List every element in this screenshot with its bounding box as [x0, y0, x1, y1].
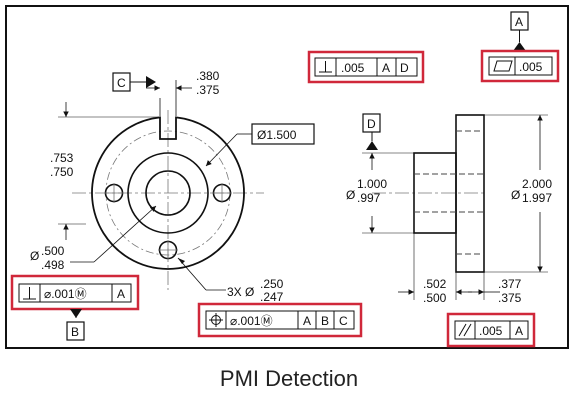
outer-dia-prefix: Ø [511, 188, 520, 202]
fcf-perp-top-tol: .005 [341, 61, 365, 75]
caption: PMI Detection [219, 366, 359, 391]
bore-dia-prefix: Ø [30, 249, 39, 263]
hub-dia-top: 1.000 [357, 177, 387, 191]
fcf-position-datum-2: B [321, 314, 329, 328]
flange-dia-label: Ø1.500 [257, 128, 297, 142]
fcf-perp-top-datum-2: D [400, 61, 409, 75]
fcf-perp-left-datum: A [117, 287, 125, 301]
outer-dia-bottom: 1.997 [522, 191, 552, 205]
datum-b-label: B [71, 325, 79, 339]
fcf-perpendicularity-top: .005 A D [307, 50, 425, 84]
fcf-position-datum-3: C [339, 314, 348, 328]
datum-a-label: A [515, 15, 523, 29]
bore-dia-top: .500 [41, 244, 65, 258]
fcf-parallel-tol: .005 [479, 324, 503, 338]
hub-dia-prefix: Ø [346, 188, 355, 202]
fcf-position-tol: ⌀.001Ⓜ [230, 314, 273, 328]
holes-top: .250 [260, 277, 284, 291]
datum-d-label: D [367, 117, 376, 131]
datum-d-triangle [366, 141, 378, 150]
fcf-perp-top-datum-1: A [382, 61, 390, 75]
datum-b-triangle [70, 309, 82, 318]
datum-c-triangle [146, 76, 156, 88]
perpendicularity-icon [319, 61, 332, 73]
holes-prefix: 3X Ø [227, 285, 254, 299]
drawing-border [5, 5, 569, 349]
flange-thk-bottom: .375 [498, 291, 522, 305]
slot-width-bottom: .375 [196, 83, 220, 97]
fcf-parallel-datum: A [515, 324, 523, 338]
position-icon [209, 313, 223, 327]
slot-depth-top: .753 [50, 151, 74, 165]
flange-body [455, 114, 485, 273]
hub-len-bottom: .500 [423, 291, 447, 305]
fcf-parallelism: .005 A [446, 312, 536, 348]
flatness-icon [493, 60, 513, 72]
holes-bottom: .247 [260, 290, 284, 304]
flange-thk-top: .377 [498, 277, 522, 291]
datum-a-triangle [513, 42, 526, 51]
bore-circle [145, 170, 191, 216]
hub-dia-bottom: .997 [357, 191, 381, 205]
perpendicularity-icon [23, 287, 36, 300]
bore-dia-bottom: .498 [41, 258, 65, 272]
fcf-position-datum-1: A [303, 314, 311, 328]
fcf-position: ⌀.001Ⓜ A B C [197, 302, 363, 338]
side-view [372, 114, 486, 273]
front-view [72, 110, 264, 290]
hub-len-top: .502 [423, 277, 447, 291]
slot-depth-bottom: .750 [50, 165, 74, 179]
outer-contour [91, 116, 245, 270]
hub-circle [127, 152, 209, 234]
fcf-perp-left-tol: ⌀.001Ⓜ [44, 287, 87, 301]
parallelism-icon [458, 323, 472, 337]
outer-dia-top: 2.000 [522, 177, 552, 191]
datum-b-box [66, 321, 85, 341]
fcf-flatness: .005 [480, 49, 560, 83]
fcf-perpendicularity-left: ⌀.001Ⓜ A [10, 274, 140, 311]
slot-width-top: .380 [196, 69, 220, 83]
fcf-flatness-tol: .005 [519, 60, 543, 74]
datum-c-label: C [117, 76, 126, 90]
